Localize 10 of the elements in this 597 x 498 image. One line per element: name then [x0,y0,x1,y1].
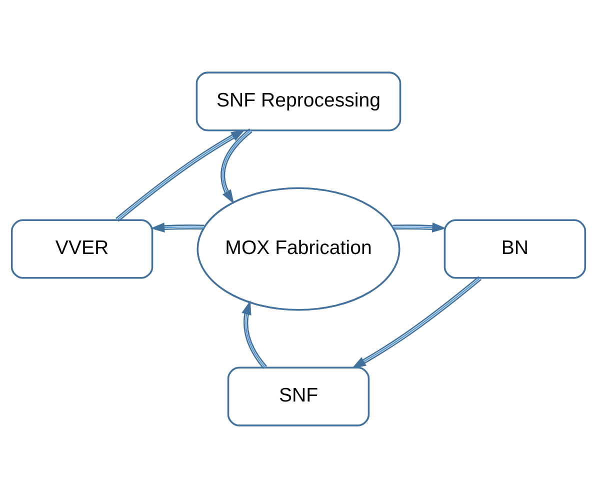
arrow [392,222,446,233]
arrow [242,300,267,370]
arrow [352,276,482,369]
node-box: SNF Reprocessing [196,72,402,132]
arrow [150,222,204,233]
arrow [220,128,252,204]
node-box: BN [444,219,586,279]
arrow [116,129,246,222]
node-box: SNF [227,366,370,426]
node-box: VVER [10,219,154,279]
